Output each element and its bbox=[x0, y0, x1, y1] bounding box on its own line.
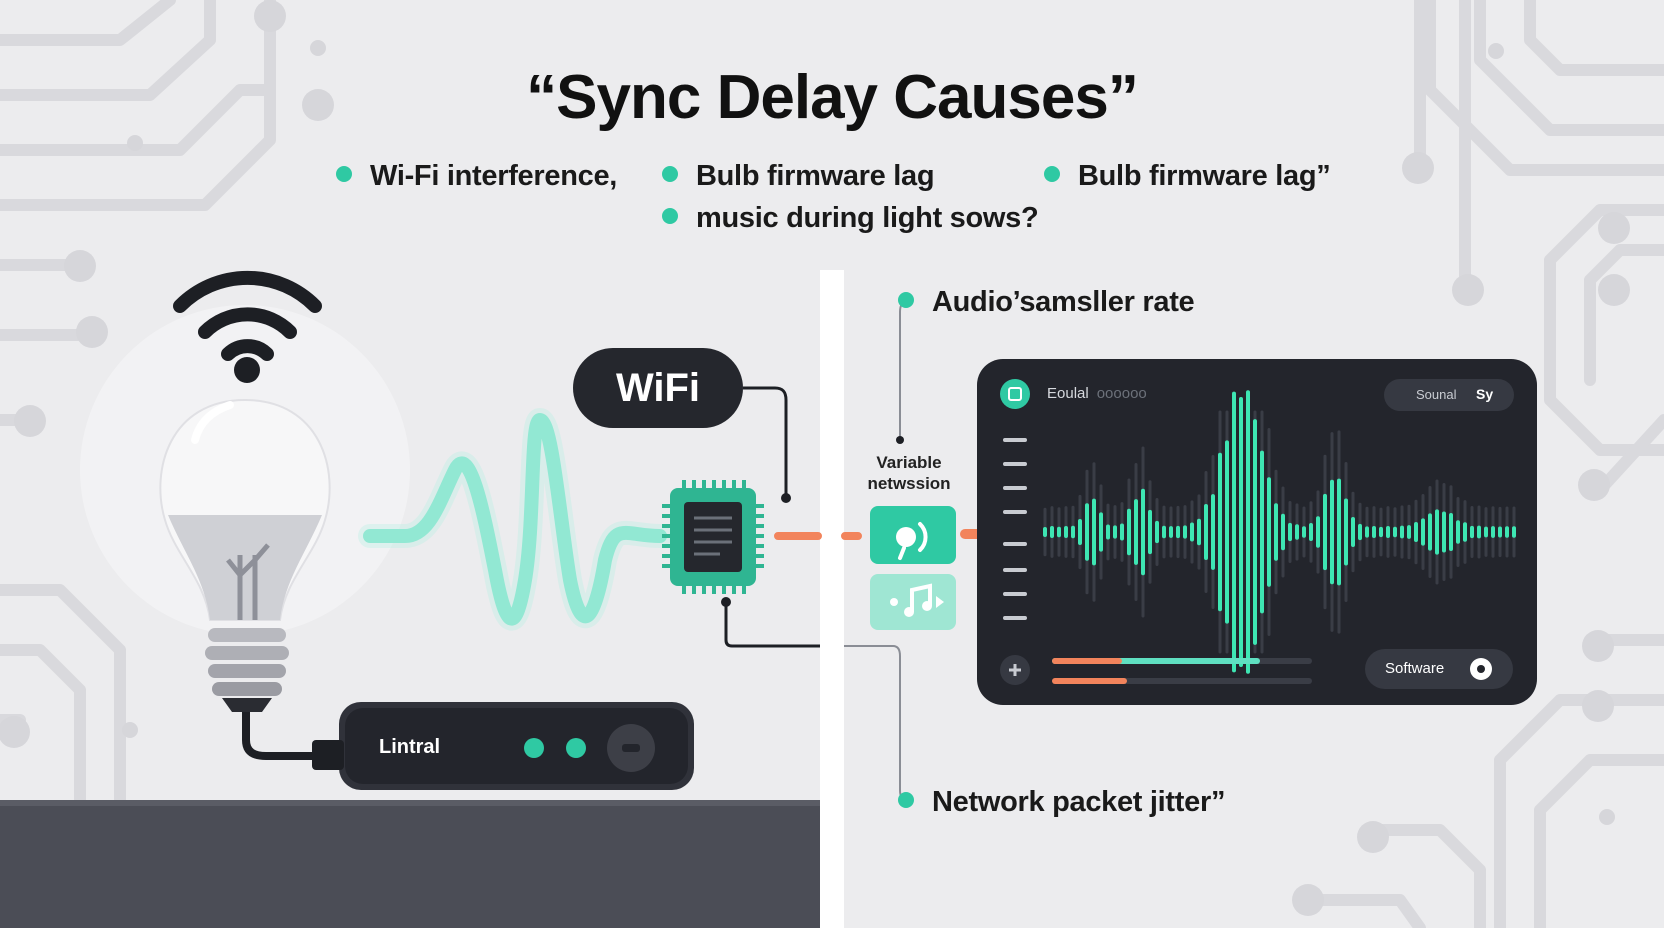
progress-fill-orange bbox=[1052, 678, 1127, 684]
audio-software-panel: Eoulal oooooo Sounal Sy Software bbox=[977, 359, 1537, 705]
speaker-icon bbox=[870, 506, 956, 564]
bullet-text: Wi-Fi interference, bbox=[370, 160, 618, 192]
chip-connector bbox=[724, 602, 820, 648]
bullet-wifi-interference: Wi-Fi interference, bbox=[336, 160, 617, 193]
audio-waveform bbox=[1043, 390, 1516, 674]
hub-led-1 bbox=[524, 738, 544, 758]
bullet-music-during: music during light sows? bbox=[662, 202, 1039, 235]
chip-connector-dot bbox=[721, 597, 731, 607]
panel-title: Eoulal oooooo bbox=[1047, 385, 1147, 402]
table-surface bbox=[0, 800, 820, 928]
page-title: “Sync Delay Causes” bbox=[526, 63, 1139, 132]
hub-led-2 bbox=[566, 738, 586, 758]
badge-left-label: Sounal bbox=[1416, 387, 1457, 402]
wifi-label-pill: WiFi bbox=[573, 348, 743, 428]
music-note-icon bbox=[870, 574, 956, 630]
bullet-dot bbox=[898, 292, 914, 309]
wifi-connector-dot bbox=[781, 493, 791, 503]
panel-graphics bbox=[977, 359, 1537, 705]
wifi-signal-icon bbox=[173, 270, 322, 361]
bullet-text: Bulb firmware lag bbox=[696, 160, 935, 192]
wifi-connector bbox=[743, 386, 788, 498]
variable-network-label: Variable netwssion bbox=[864, 452, 954, 494]
bullet-dot bbox=[1044, 166, 1060, 183]
divider-line bbox=[820, 270, 844, 928]
bullet-text: Network packet jitter” bbox=[932, 786, 1226, 818]
bullet-dot bbox=[662, 166, 678, 183]
bullet-firmware-lag-1: Bulb firmware lag bbox=[662, 160, 935, 193]
badge-right-label: Sy bbox=[1476, 386, 1494, 402]
signal-wave-glow bbox=[358, 407, 672, 631]
level-ticks bbox=[1003, 438, 1027, 620]
bullet-text: music during light sows? bbox=[696, 202, 1039, 234]
app-icon bbox=[1000, 379, 1030, 409]
jitter-connector bbox=[844, 645, 907, 801]
progress-fill-orange-top bbox=[1052, 658, 1122, 664]
table-edge bbox=[0, 800, 820, 806]
bulb-cable bbox=[242, 712, 330, 760]
plus-icon bbox=[1000, 655, 1030, 685]
variable-label-line-2: netwssion bbox=[867, 474, 951, 493]
circuit-nodes bbox=[0, 0, 1630, 916]
bullet-firmware-lag-2: Bulb firmware lag” bbox=[1044, 160, 1331, 193]
panel-toggle-badge[interactable]: Sounal Sy bbox=[1384, 379, 1514, 411]
signal-wave bbox=[363, 413, 667, 626]
sampler-connector bbox=[899, 301, 907, 438]
hub-label: Lintral bbox=[379, 736, 441, 758]
bullet-network-jitter: Network packet jitter” bbox=[898, 786, 1225, 819]
hub-device bbox=[312, 702, 694, 790]
software-toggle-button[interactable]: Software bbox=[1365, 649, 1513, 689]
toggle-knob-icon bbox=[1470, 658, 1492, 680]
bullet-dot bbox=[898, 792, 914, 809]
panel-title-text: Eoulal bbox=[1047, 385, 1089, 402]
bullet-text: Bulb firmware lag” bbox=[1078, 160, 1331, 192]
bullet-dot bbox=[662, 208, 678, 225]
bullet-text: Audio’samsller rate bbox=[932, 286, 1195, 318]
variable-label-line-1: Variable bbox=[876, 453, 942, 472]
software-button-label: Software bbox=[1385, 660, 1445, 677]
wifi-signal-dot bbox=[234, 357, 260, 383]
chip-icon bbox=[662, 480, 764, 594]
panel-title-dim: oooooo bbox=[1096, 385, 1147, 402]
bullet-dot bbox=[336, 166, 352, 183]
bullet-audio-sampler: Audio’samsller rate bbox=[898, 286, 1195, 319]
light-bulb-icon bbox=[159, 398, 331, 712]
